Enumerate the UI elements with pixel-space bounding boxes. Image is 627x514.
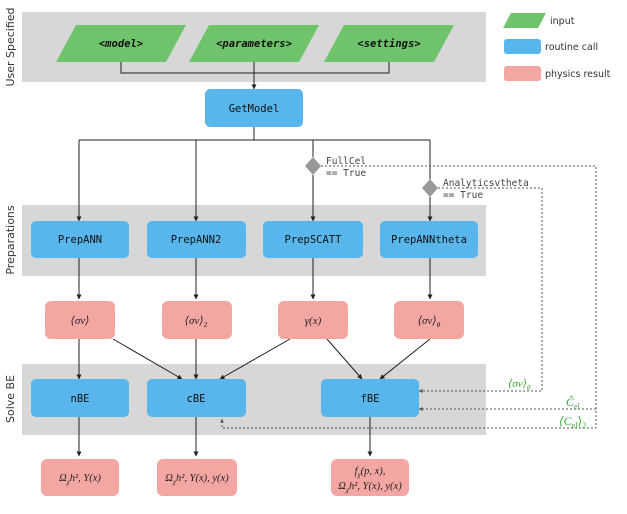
physics-sigma-v-2: ⟨σv⟩2 bbox=[162, 301, 232, 339]
svg-text:fχ(p, x),: fχ(p, x), bbox=[355, 466, 386, 479]
svg-text:input: input bbox=[550, 16, 575, 27]
input-settings: <settings> bbox=[324, 25, 454, 62]
legend-input: input bbox=[503, 13, 575, 28]
svg-text:== True: == True bbox=[326, 168, 366, 179]
input-model: <model> bbox=[56, 25, 186, 62]
prep-connectors bbox=[76, 258, 433, 300]
svg-text:⟨σv⟩θ: ⟨σv⟩θ bbox=[508, 378, 531, 392]
svg-text:Analyticsvtheta: Analyticsvtheta bbox=[443, 178, 529, 189]
svg-text:⟨σv⟩2: ⟨σv⟩2 bbox=[185, 315, 208, 329]
physics-sigma-v-theta: ⟨σv⟩θ bbox=[394, 301, 464, 339]
side-label-c-el-hat: Ĉel bbox=[566, 395, 581, 411]
routine-prepscatt: PrepSCATT bbox=[263, 221, 363, 258]
svg-text:<model>: <model> bbox=[99, 38, 143, 50]
routine-fbe: fBE bbox=[321, 379, 419, 417]
svg-text:Ĉel: Ĉel bbox=[566, 395, 581, 411]
band-label-preparations: Preparations bbox=[4, 205, 17, 275]
band-label-user-specified: User Specified bbox=[4, 7, 17, 86]
routine-nbe: nBE bbox=[31, 379, 129, 417]
output-cbe: Ωχh², Y(x), y(x) bbox=[157, 459, 237, 496]
svg-text:⟨Cel⟩2: ⟨Cel⟩2 bbox=[559, 414, 586, 430]
svg-text:PrepANNtheta: PrepANNtheta bbox=[391, 234, 467, 246]
routine-prepann: PrepANN bbox=[31, 221, 129, 258]
svg-text:PrepANN: PrepANN bbox=[58, 234, 102, 246]
svg-text:physics result: physics result bbox=[545, 69, 611, 80]
svg-text:PrepSCATT: PrepSCATT bbox=[285, 234, 343, 246]
svg-text:nBE: nBE bbox=[71, 393, 90, 405]
svg-text:== True: == True bbox=[443, 190, 483, 201]
dotted-connectors bbox=[220, 165, 597, 429]
svg-text:Ωχh², Y(x): Ωχh², Y(x) bbox=[59, 473, 101, 486]
routine-cbe: cBE bbox=[147, 379, 246, 417]
svg-text:FullCel: FullCel bbox=[326, 156, 366, 167]
output-fbe: fχ(p, x), Ωχh², Y(x), y(x) bbox=[331, 459, 409, 496]
side-label-c-el-2: ⟨Cel⟩2 bbox=[559, 414, 586, 430]
legend: input routine call physics result bbox=[503, 13, 611, 81]
input-parameters: <parameters> bbox=[189, 25, 319, 62]
svg-text:cBE: cBE bbox=[187, 393, 206, 405]
routine-getmodel: GetModel bbox=[205, 89, 303, 127]
band-label-solve-be: Solve BE bbox=[4, 375, 17, 423]
svg-text:γ(x): γ(x) bbox=[305, 315, 322, 327]
svg-text:<settings>: <settings> bbox=[357, 38, 420, 50]
svg-text:fBE: fBE bbox=[361, 393, 380, 405]
decision-analyticsvtheta: Analyticsvtheta == True bbox=[422, 178, 529, 201]
svg-text:Ωχh², Y(x), y(x): Ωχh², Y(x), y(x) bbox=[338, 481, 402, 494]
physics-sigma-v: ⟨σv⟩ bbox=[45, 301, 115, 339]
svg-text:Ωχh², Y(x), y(x): Ωχh², Y(x), y(x) bbox=[165, 473, 229, 486]
svg-text:<parameters>: <parameters> bbox=[216, 38, 292, 50]
svg-text:⟨σv⟩θ: ⟨σv⟩θ bbox=[418, 315, 441, 329]
input-connectors bbox=[120, 62, 390, 90]
legend-physics-result: physics result bbox=[504, 66, 611, 81]
physics-gamma-x: γ(x) bbox=[278, 301, 348, 339]
svg-text:PrepANN2: PrepANN2 bbox=[171, 234, 222, 246]
legend-routine-call: routine call bbox=[504, 39, 598, 54]
side-label-sigma-v-theta: ⟨σv⟩θ bbox=[508, 378, 531, 392]
routine-prepannthetha: PrepANNtheta bbox=[380, 221, 478, 258]
output-nbe: Ωχh², Y(x) bbox=[41, 459, 119, 496]
getmodel-connectors bbox=[76, 127, 433, 222]
svg-text:routine call: routine call bbox=[545, 42, 598, 53]
routine-prepann2: PrepANN2 bbox=[147, 221, 246, 258]
be-connectors bbox=[76, 338, 431, 380]
output-connectors bbox=[76, 417, 373, 457]
svg-text:GetModel: GetModel bbox=[229, 103, 280, 115]
svg-text:⟨σv⟩: ⟨σv⟩ bbox=[71, 315, 90, 327]
decision-fullcel: FullCel == True bbox=[305, 156, 366, 179]
